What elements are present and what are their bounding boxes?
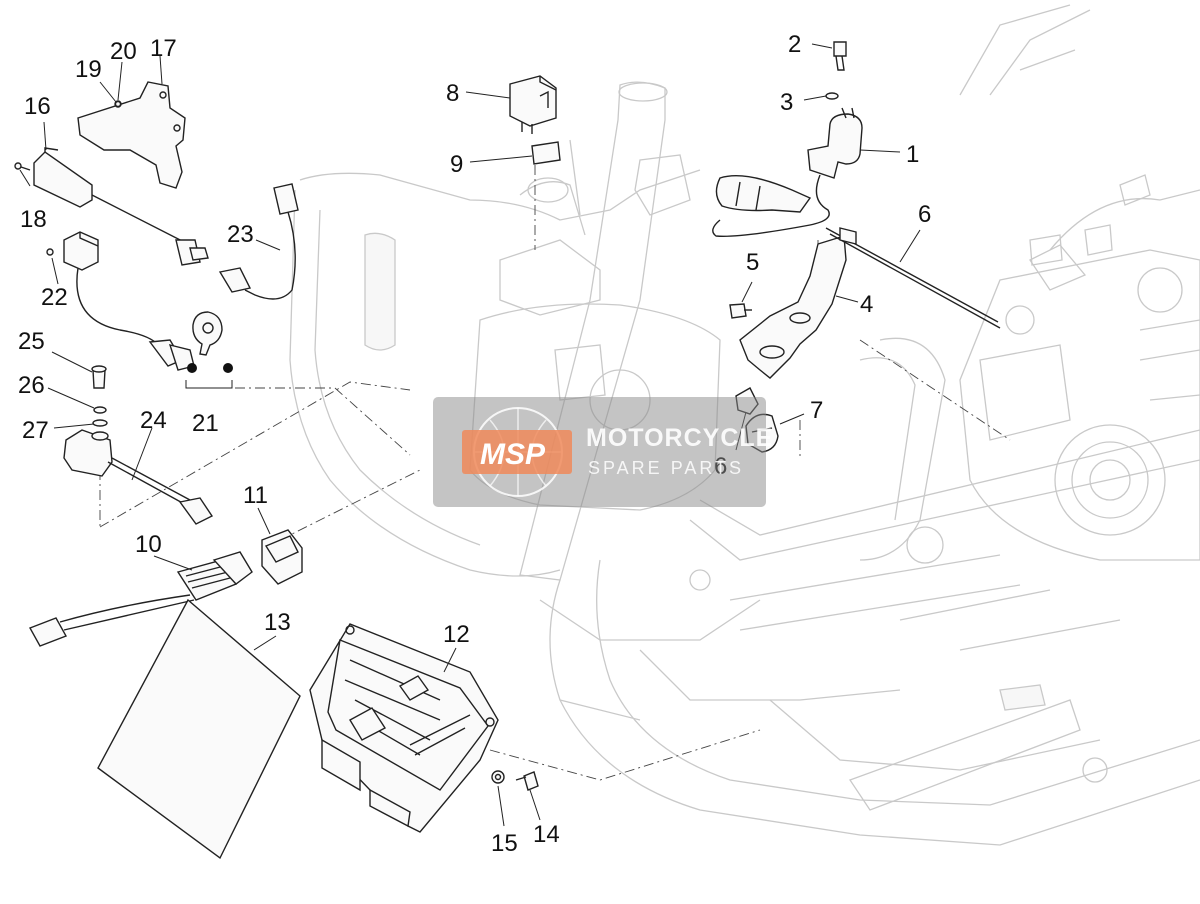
callout-27: 27 — [22, 417, 49, 444]
callout-24: 24 — [140, 407, 167, 434]
watermark-line2: SPARE PARTS — [588, 458, 744, 478]
callout-16: 16 — [24, 93, 51, 120]
part-12-control-unit — [309, 623, 499, 833]
callout-8: 8 — [446, 80, 459, 107]
callout-25: 25 — [18, 328, 45, 355]
part-24-sensor — [63, 429, 214, 525]
callout-15: 15 — [491, 830, 518, 857]
part-17-bracket — [77, 81, 186, 189]
part-11-grommet — [261, 529, 303, 585]
watermark-line1: MOTORCYCLE — [586, 424, 773, 452]
callout-19: 19 — [75, 56, 102, 83]
callout-22: 22 — [41, 284, 68, 311]
callout-4: 4 — [860, 291, 873, 318]
callout-21: 21 — [192, 410, 219, 437]
callout-18: 18 — [20, 206, 47, 233]
callout-13: 13 — [264, 609, 291, 636]
callout-1: 1 — [906, 141, 919, 168]
part-21-terminal — [185, 311, 233, 389]
callout-20: 20 — [110, 38, 137, 65]
part-14-15-fasteners — [491, 770, 539, 791]
callout-numbers: 1 2 3 4 5 6 7 8 9 10 11 12 13 14 15 16 1… — [18, 31, 931, 857]
callout-7: 7 — [810, 397, 823, 424]
part-16-module — [33, 147, 209, 266]
part-4-bracket — [739, 235, 847, 379]
callout-2: 2 — [788, 31, 801, 58]
watermark-logo: MSP — [480, 438, 546, 471]
callout-26: 26 — [18, 372, 45, 399]
callout-17: 17 — [150, 35, 177, 62]
callout-11: 11 — [243, 482, 268, 509]
watermark-band — [433, 397, 766, 507]
watermark: MSP MOTORCYCLE SPARE PARTS — [433, 397, 773, 507]
leader-lines — [19, 43, 921, 827]
part-23-cable — [218, 183, 299, 300]
callout-10: 10 — [135, 531, 162, 558]
callout-5: 5 — [746, 249, 759, 276]
part-8-9-relay — [509, 75, 561, 165]
part-22-relay — [46, 231, 195, 371]
part-1-ignition-coil — [712, 41, 863, 237]
part-19-20-screws — [114, 100, 122, 108]
part-5-screw — [729, 303, 752, 319]
callout-9: 9 — [450, 151, 463, 178]
callout-23: 23 — [227, 221, 254, 248]
part-25-27-fasteners — [91, 365, 108, 427]
callout-3: 3 — [780, 89, 793, 116]
part-18-screw — [14, 162, 31, 171]
callout-6-top: 6 — [918, 201, 931, 228]
part-10-connector — [28, 551, 253, 647]
callout-12: 12 — [443, 621, 470, 648]
scooter-frame-ghost — [289, 4, 1200, 846]
watermark-logo-box — [462, 430, 572, 474]
callout-14: 14 — [533, 821, 560, 848]
part-13-label-sheet — [97, 598, 301, 860]
